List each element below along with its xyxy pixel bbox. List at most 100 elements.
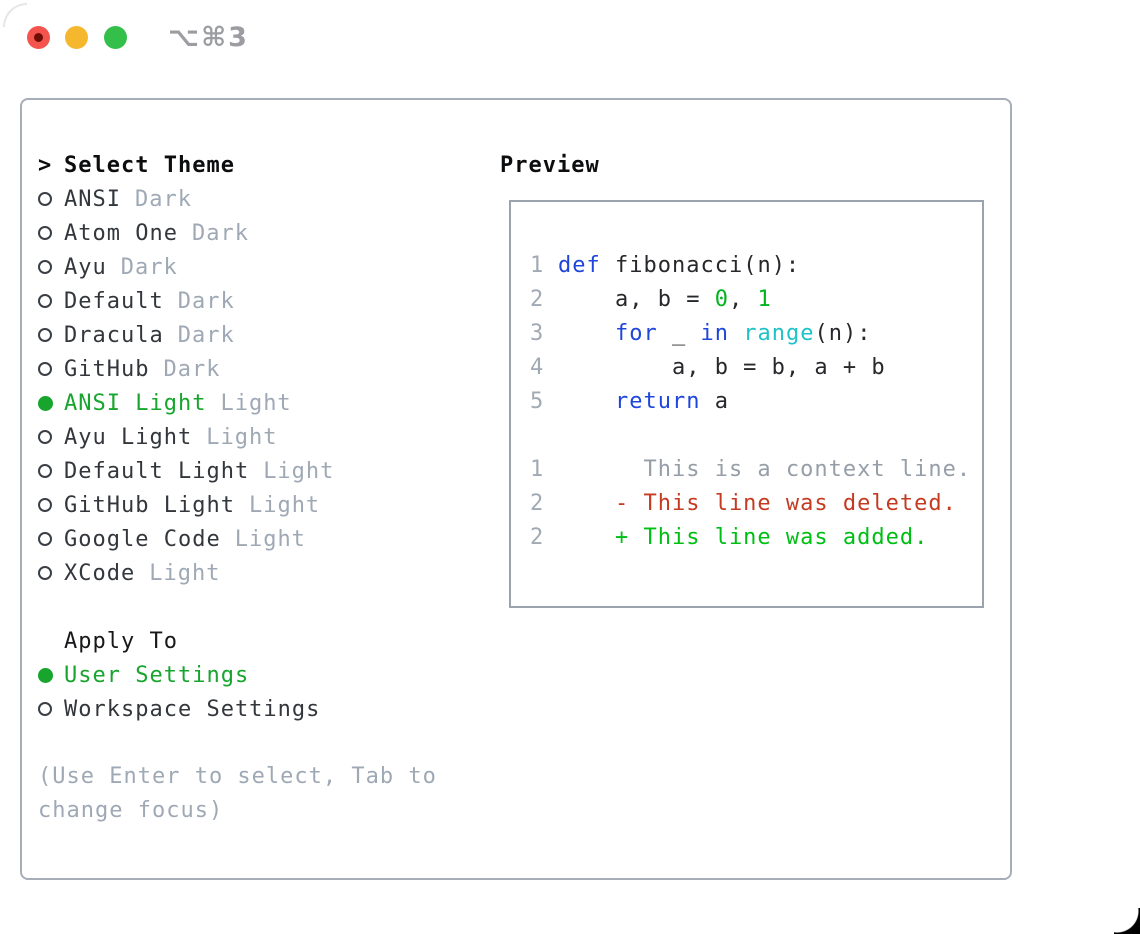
theme-variant-tag: Light xyxy=(206,424,278,450)
radio-circle xyxy=(38,226,52,240)
line-number: 2 xyxy=(530,524,545,550)
section-gap xyxy=(38,726,464,760)
theme-variant-tag: Light xyxy=(220,390,292,416)
line-number: 1 xyxy=(530,456,545,482)
theme-option-github-light[interactable]: GitHub Light Light xyxy=(38,488,464,522)
radio-circle xyxy=(38,192,52,206)
apply-to-header-row: Apply To xyxy=(38,624,464,658)
radio-icon xyxy=(38,226,64,240)
theme-option-default-light[interactable]: Default Light Light xyxy=(38,454,464,488)
theme-option-ayu-light[interactable]: Ayu Light Light xyxy=(38,420,464,454)
radio-circle xyxy=(38,498,52,512)
window-title: ⌥⌘3 xyxy=(168,22,249,53)
code-segment-ctx: This is a context line. xyxy=(558,456,972,482)
line-number: 5 xyxy=(530,388,545,414)
theme-option-label: Atom One xyxy=(64,220,178,246)
apply-option-label: User Settings xyxy=(64,662,250,688)
theme-variant-tag: Light xyxy=(149,560,221,586)
theme-option-label: Ayu xyxy=(64,254,107,280)
close-window-button[interactable] xyxy=(27,26,50,49)
radio-icon xyxy=(38,260,64,274)
theme-option-label: Default xyxy=(64,288,164,314)
theme-option-xcode[interactable]: XCode Light xyxy=(38,556,464,590)
code-segment-plain: (n): xyxy=(814,320,872,346)
theme-option-label: Google Code xyxy=(64,526,221,552)
radio-icon xyxy=(38,566,64,580)
radio-circle xyxy=(38,430,52,444)
radio-selected-icon xyxy=(38,667,64,683)
radio-circle xyxy=(38,667,53,683)
radio-circle xyxy=(38,464,52,478)
radio-icon xyxy=(38,430,64,444)
code-segment-plain xyxy=(729,321,743,346)
radio-circle xyxy=(38,328,52,342)
zoom-window-button[interactable] xyxy=(104,26,127,49)
theme-option-label: GitHub Light xyxy=(64,492,235,518)
code-line xyxy=(530,418,982,452)
radio-circle xyxy=(38,395,53,411)
code-line: 4 a, b = b, a + b xyxy=(530,350,982,384)
theme-variant-tag: Dark xyxy=(177,288,235,314)
code-line: 2 a, b = 0, 1 xyxy=(530,282,982,316)
theme-option-label: GitHub xyxy=(64,356,150,382)
radio-icon xyxy=(38,464,64,478)
code-segment-plain: fibonacci(n): xyxy=(600,252,801,278)
radio-icon xyxy=(38,328,64,342)
radio-circle xyxy=(38,260,52,274)
radio-circle xyxy=(38,362,52,376)
theme-option-label: Ayu Light xyxy=(64,424,193,450)
theme-variant-tag: Light xyxy=(234,526,306,552)
theme-option-google-code[interactable]: Google Code Light xyxy=(38,522,464,556)
code-segment-plain xyxy=(558,389,615,414)
code-line: 2 - This line was deleted. xyxy=(530,486,982,520)
theme-option-label: Default Light xyxy=(64,458,250,484)
theme-variant-tag: Light xyxy=(263,458,335,484)
code-line: 1 This is a context line. xyxy=(530,452,982,486)
code-line: 5 return a xyxy=(530,384,982,418)
theme-option-ayu[interactable]: Ayu Dark xyxy=(38,250,464,284)
caret-prompt-icon: > xyxy=(38,152,53,178)
radio-circle xyxy=(38,294,52,308)
theme-variant-tag: Dark xyxy=(120,254,178,280)
preview-heading: Preview xyxy=(500,152,600,178)
radio-circle xyxy=(38,702,52,716)
line-number: 2 xyxy=(530,490,545,516)
radio-circle xyxy=(38,532,52,546)
theme-variant-tag: Dark xyxy=(191,220,249,246)
apply-option-label: Workspace Settings xyxy=(64,696,321,722)
prompt-marker: > xyxy=(38,153,64,178)
theme-option-default[interactable]: Default Dark xyxy=(38,284,464,318)
apply-option-user-settings[interactable]: User Settings xyxy=(38,658,464,692)
theme-variant-tag: Light xyxy=(248,492,321,518)
window-titlebar: ⌥⌘3 xyxy=(0,0,1140,76)
code-segment-builtin: range xyxy=(743,320,815,346)
line-number: 1 xyxy=(530,252,545,278)
radio-icon xyxy=(38,192,64,206)
line-number: 2 xyxy=(530,286,545,312)
theme-variant-tag: Dark xyxy=(177,322,235,348)
code-segment-num: 0 xyxy=(714,286,729,312)
minimize-window-button[interactable] xyxy=(65,26,88,49)
code-segment-kw: for xyxy=(614,320,658,346)
code-segment-plain: a, b = b, a + b xyxy=(558,354,886,380)
code-segment-plain: _ xyxy=(657,320,701,346)
keyboard-hint: (Use Enter to select, Tab to change focu… xyxy=(38,764,437,823)
code-segment-del: - This line was deleted. xyxy=(558,490,957,516)
theme-select-header-row: > Select Theme xyxy=(38,148,464,182)
code-segment-plain xyxy=(558,321,615,346)
theme-option-atom-one[interactable]: Atom One Dark xyxy=(38,216,464,250)
theme-option-label: XCode xyxy=(64,560,136,586)
apply-option-workspace-settings[interactable]: Workspace Settings xyxy=(38,692,464,726)
code-segment-kw: return xyxy=(614,388,701,414)
code-segment-plain: , xyxy=(728,286,758,312)
code-segment-kw: def xyxy=(558,252,601,278)
screen-corner-artifact xyxy=(1114,908,1140,934)
